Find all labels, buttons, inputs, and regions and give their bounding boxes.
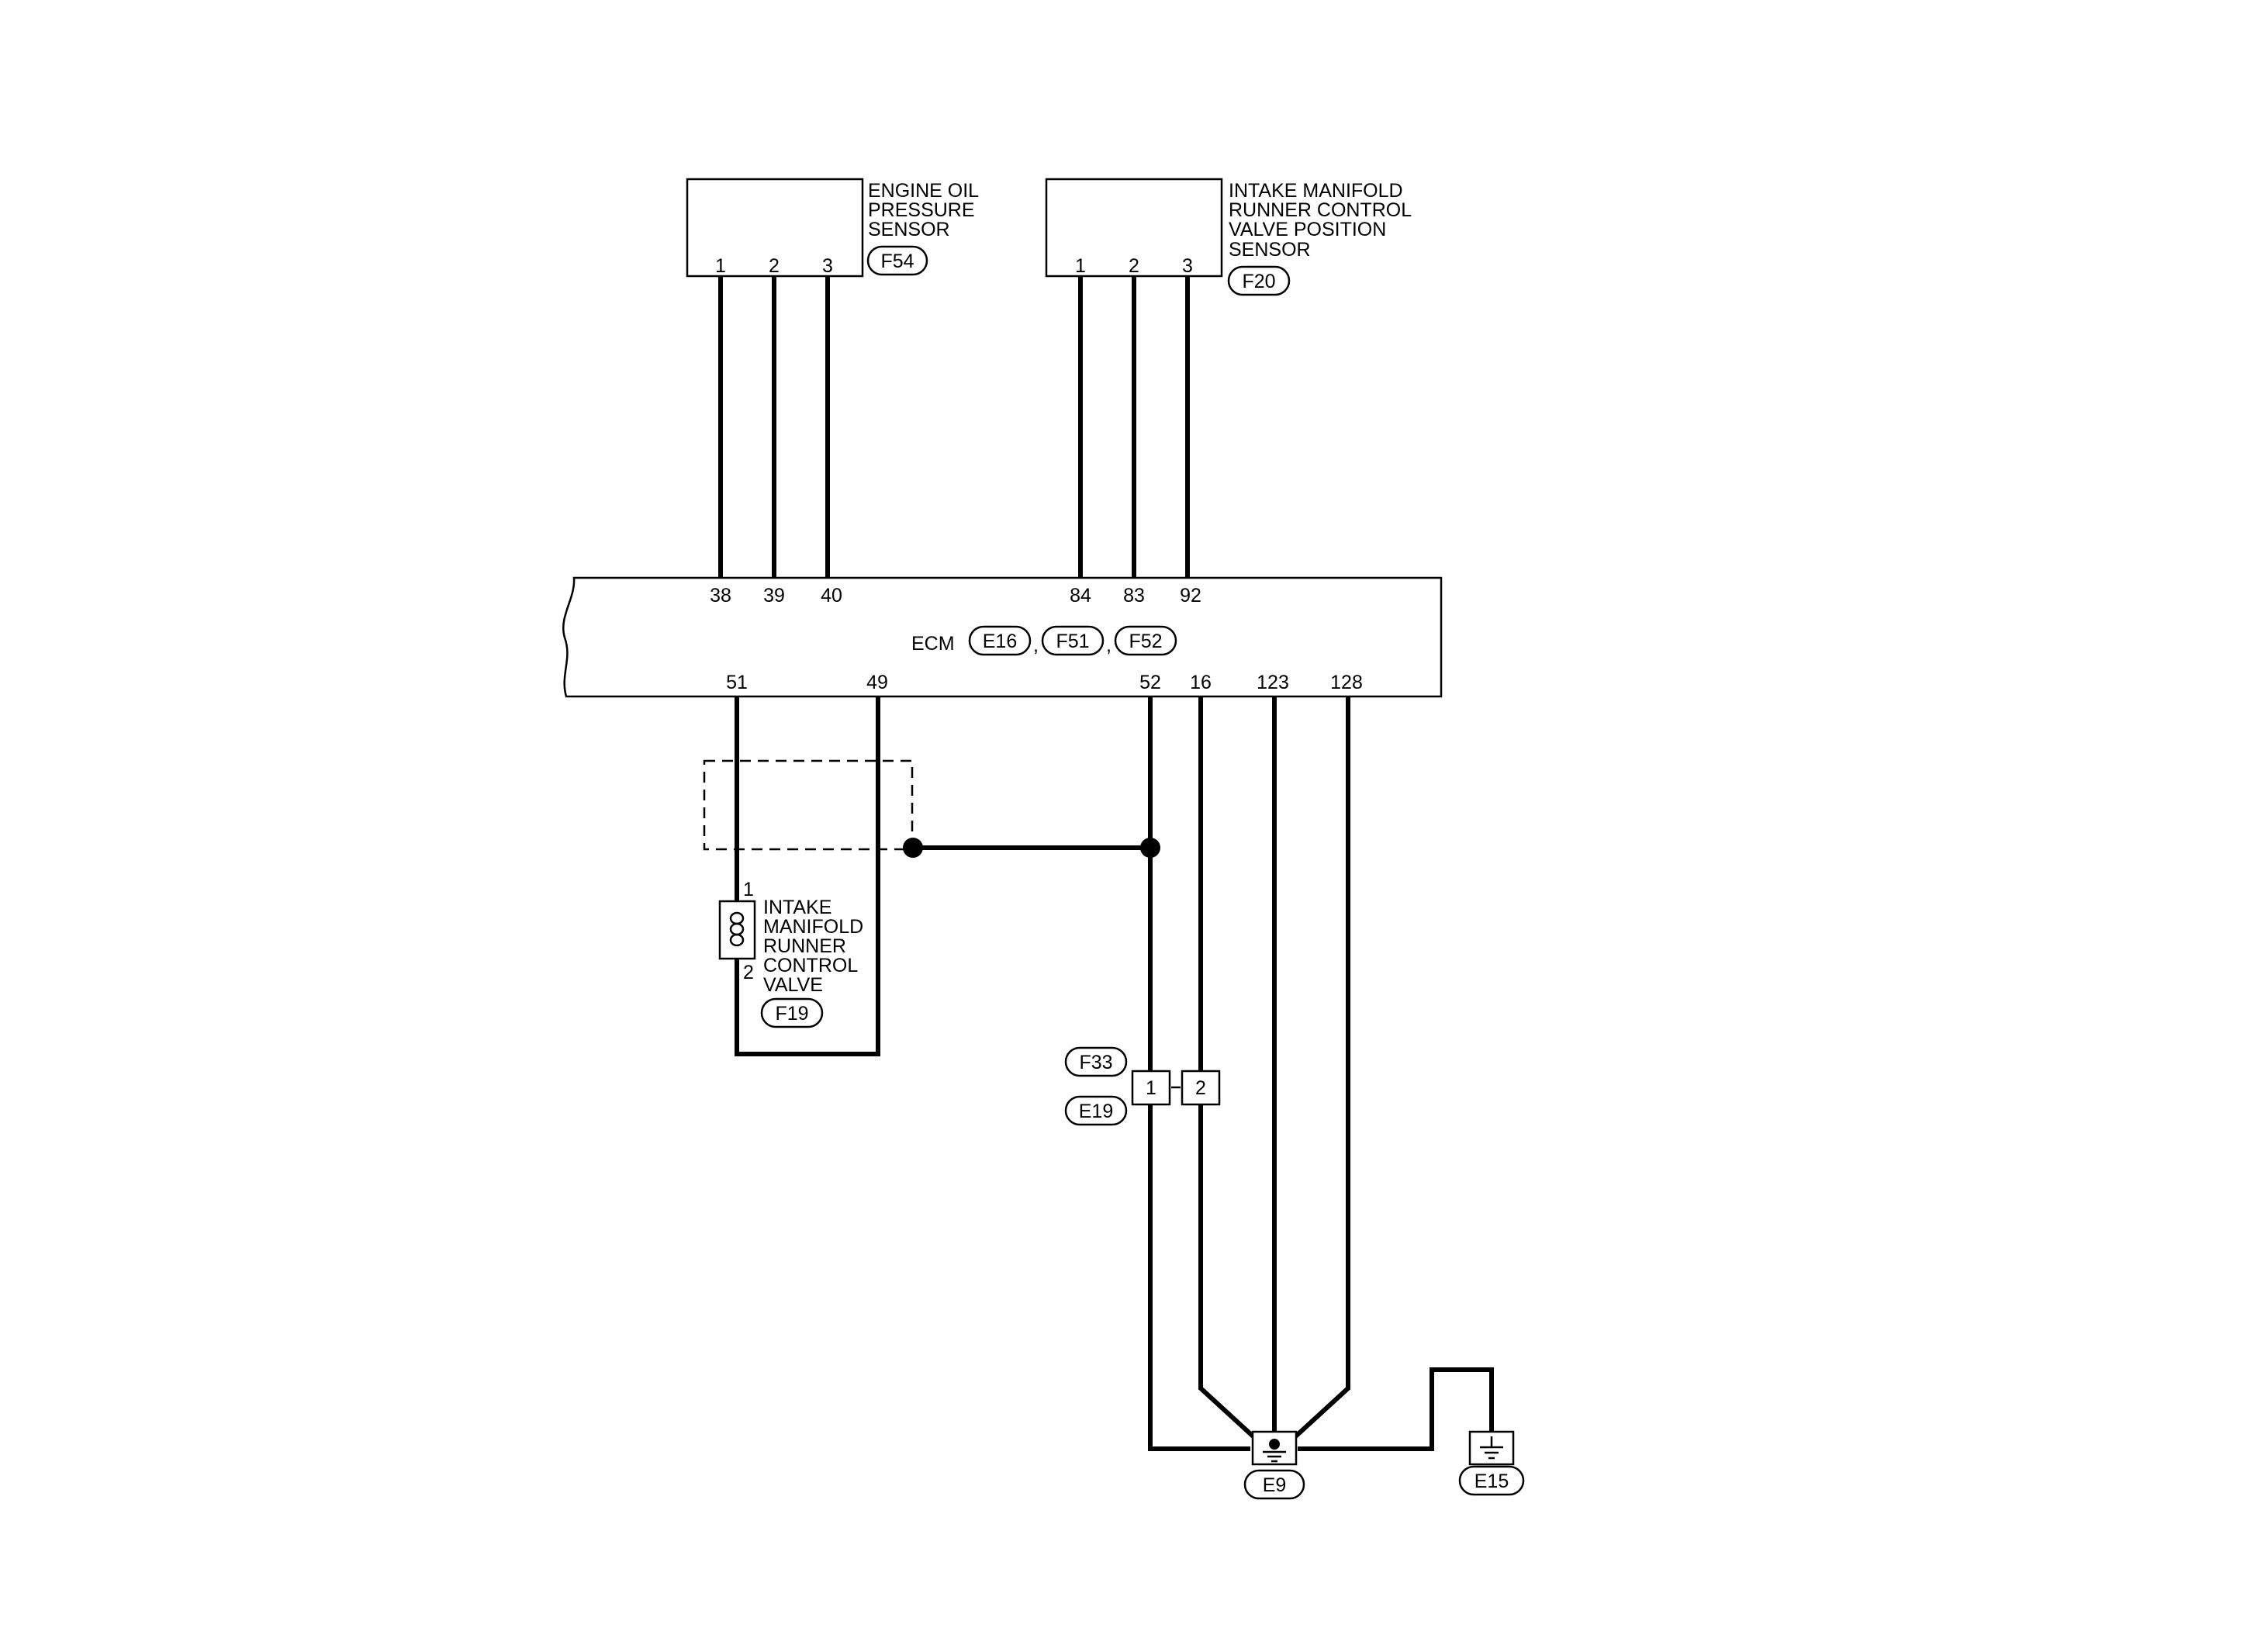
joint-connector-pin-2: 2	[1195, 1077, 1206, 1099]
position-sensor-pin-3: 3	[1182, 255, 1193, 277]
valve-connector-tag	[760, 997, 824, 1028]
ecm-connector-label-f51: F51	[1056, 631, 1089, 652]
ecm: 38 39 40 84 83 92 ECM E16 , F51 , F52 51…	[562, 576, 1443, 698]
runner-control-valve: 1 2 INTAKE MANIFOLD RUNNER CONTROL VALVE…	[718, 879, 863, 1028]
valve-label-line-1: INTAKE	[763, 897, 831, 918]
ecm-connector-tag-e16	[968, 625, 1032, 656]
wire-e9-e15	[1298, 1367, 1494, 1451]
oil-sensor-label-line-1: ENGINE OIL	[868, 180, 979, 202]
ecm-pin-83: 83	[1123, 585, 1145, 607]
ecm-pin-38: 38	[710, 585, 731, 607]
ecm-connector-label-e16: E16	[983, 631, 1017, 652]
position-sensor-pin-1: 1	[1075, 255, 1086, 277]
runner-control-valve-position-sensor: 1 2 3 INTAKE MANIFOLD RUNNER CONTROL VAL…	[1045, 178, 1412, 296]
joint-connector-pin-2-box	[1181, 1070, 1221, 1106]
ground-e15: E15	[1458, 1430, 1525, 1496]
oil-sensor-pin-2: 2	[769, 255, 780, 277]
engine-oil-pressure-sensor: 1 2 3 ENGINE OIL PRESSURE SENSOR F54	[686, 178, 979, 278]
position-sensor-label-line-1: INTAKE MANIFOLD	[1229, 180, 1403, 202]
oil-sensor-label-line-2: PRESSURE	[868, 199, 975, 221]
wire-valve-ecm49-loop	[735, 696, 880, 1056]
shield-splice-point	[903, 838, 923, 858]
ground-e15-connector-tag	[1458, 1465, 1525, 1496]
ground-e9-label: E9	[1263, 1474, 1287, 1496]
ecm-pin-123: 123	[1257, 672, 1289, 693]
position-sensor-body	[1045, 178, 1223, 278]
oil-sensor-connector-label: F54	[880, 251, 914, 272]
position-sensor-label-line-3: VALVE POSITION	[1229, 219, 1386, 240]
ground-e15-icon	[1480, 1436, 1503, 1460]
joint-connector-label-e19: E19	[1079, 1101, 1113, 1122]
valve-label-line-4: CONTROL	[763, 955, 858, 976]
ecm-pin-49: 49	[866, 672, 888, 693]
position-sensor-connector-label: F20	[1242, 271, 1275, 292]
ecm-connector-separator-1: ,	[1033, 634, 1039, 656]
joint-connector-pin-1: 1	[1146, 1077, 1156, 1099]
valve-label-line-5: VALVE	[763, 974, 823, 996]
joint-connector: F33 E19 1 2	[1064, 1046, 1221, 1126]
sensor-wires	[718, 276, 1190, 578]
position-sensor-label-line-4: SENSOR	[1229, 239, 1311, 261]
joint-connector-pin-1-box	[1131, 1070, 1171, 1106]
ecm-pin-39: 39	[763, 585, 785, 607]
joint-connector-label-f33: F33	[1079, 1052, 1112, 1073]
valve-pin-2: 2	[743, 962, 754, 983]
valve-label-line-3: RUNNER	[763, 935, 846, 957]
valve-connector-label: F19	[775, 1003, 808, 1025]
oil-sensor-pin-3: 3	[822, 255, 833, 277]
ground-e9-icon	[1263, 1439, 1286, 1463]
position-sensor-label-line-2: RUNNER CONTROL	[1229, 199, 1412, 221]
wire-ecm16-ground-lower	[1198, 1104, 1275, 1445]
ground-e9: E9	[1243, 1430, 1305, 1500]
ground-e9-connector-tag	[1243, 1469, 1305, 1500]
ecm-label: ECM	[911, 633, 955, 655]
oil-sensor-label-line-3: SENSOR	[868, 219, 950, 240]
ecm-connector-tag-f52	[1114, 625, 1177, 656]
oil-sensor-connector-tag	[866, 245, 928, 276]
wire-ecm128-ground	[1274, 696, 1350, 1445]
ecm-connector-tag-f51	[1041, 625, 1105, 656]
valve-label-line-2: MANIFOLD	[763, 916, 863, 938]
oil-sensor-pin-1: 1	[715, 255, 726, 277]
joint-connector-tag-e19	[1064, 1095, 1128, 1126]
position-sensor-pin-2: 2	[1129, 255, 1139, 277]
shielded-wire-outline	[703, 759, 914, 851]
ecm-connector-separator-2: ,	[1106, 634, 1111, 656]
ecm-connector-label-f52: F52	[1129, 631, 1162, 652]
position-sensor-connector-tag	[1227, 265, 1291, 296]
valve-pin-1: 1	[743, 879, 754, 900]
ground-e9-box	[1251, 1430, 1298, 1466]
ecm-pin-52: 52	[1139, 672, 1161, 693]
ecm-pin-84: 84	[1070, 585, 1091, 607]
ecm-pin-40: 40	[821, 585, 842, 607]
joint-connector-tag-f33	[1064, 1046, 1128, 1077]
ground-e15-label: E15	[1474, 1471, 1509, 1492]
ecm-pin-92: 92	[1180, 585, 1201, 607]
ecm-pin-128: 128	[1330, 672, 1363, 693]
solenoid-coil-icon	[729, 911, 745, 947]
valve-body	[718, 900, 756, 960]
oil-sensor-body	[686, 178, 864, 278]
wire-ecm52-ground-lower	[1148, 1104, 1250, 1451]
ecm-pin-51: 51	[726, 672, 748, 693]
ecm-pin-16: 16	[1190, 672, 1212, 693]
